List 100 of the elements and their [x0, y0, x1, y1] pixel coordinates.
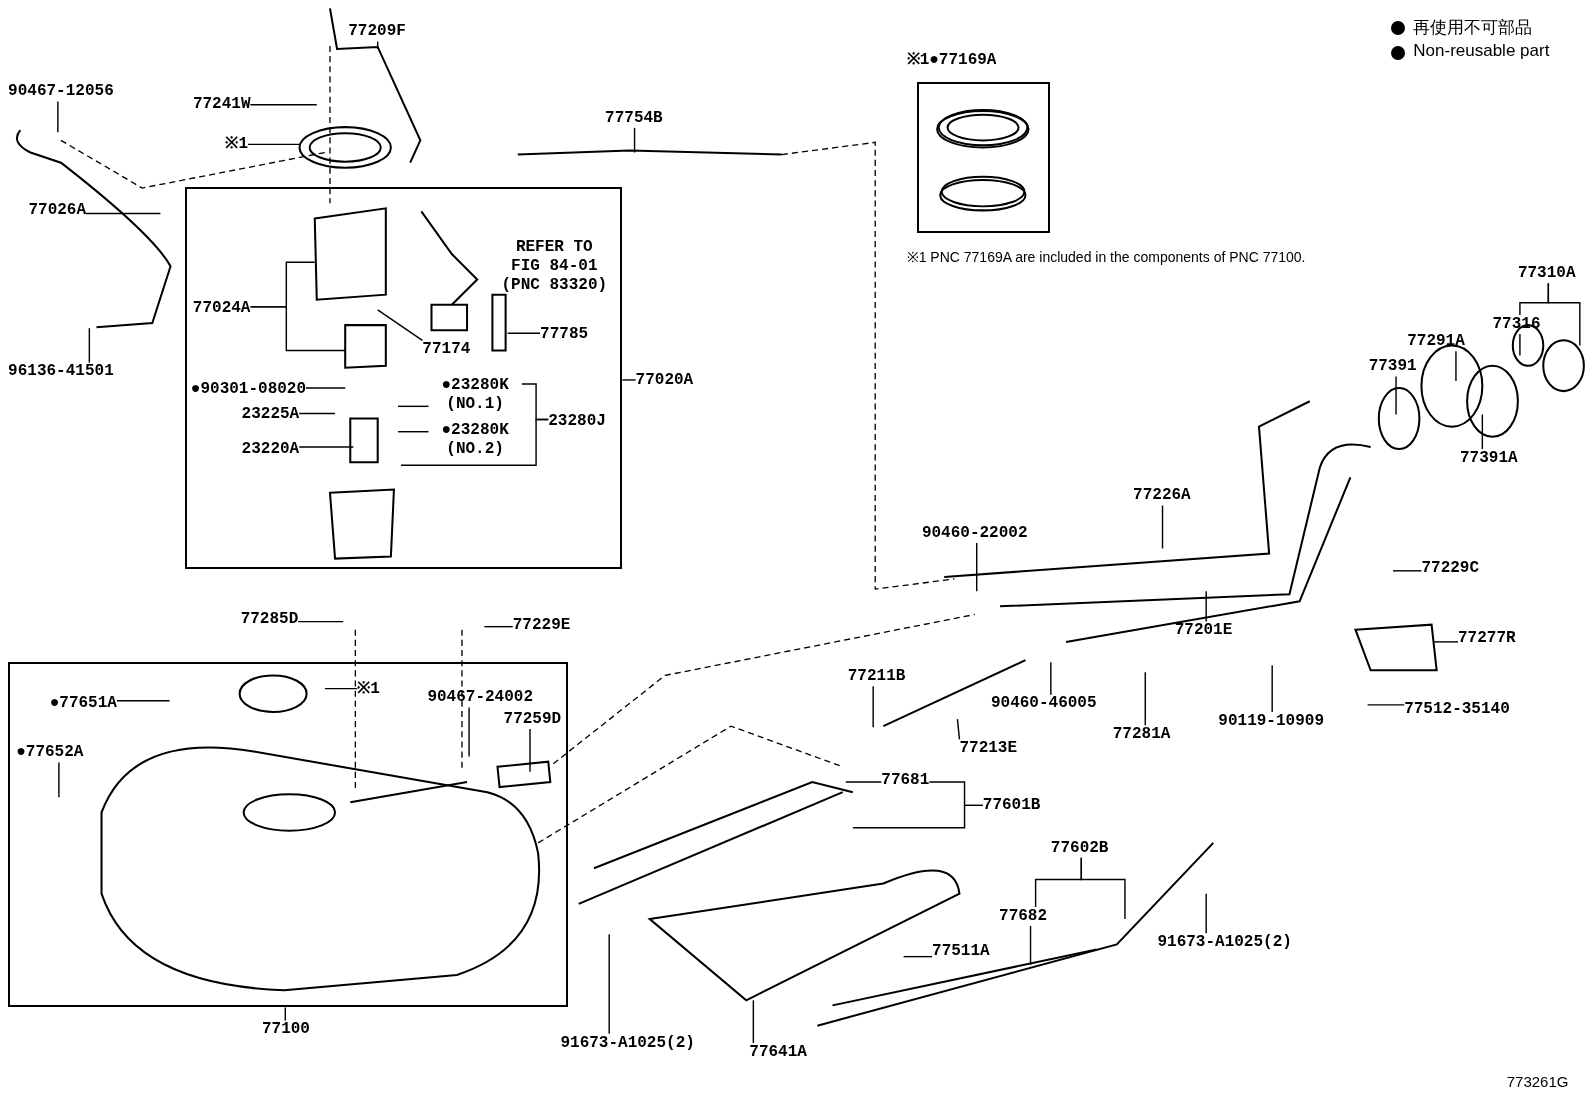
leader-line — [57, 100, 59, 133]
leader-line — [400, 418, 549, 466]
leader-line — [1519, 333, 1521, 357]
part-number: 77785 — [540, 324, 589, 344]
part-number: 77259D — [503, 709, 562, 729]
leader-line — [297, 620, 344, 623]
leader-line — [529, 728, 531, 773]
part-number: 91673-A1025(2) — [1157, 933, 1292, 953]
part-number: ※1 — [357, 680, 380, 700]
part-number: 96136-41501 — [8, 362, 114, 382]
part-number: 77241W — [192, 95, 251, 115]
part-number: 77512-35140 — [1404, 699, 1510, 719]
part-number: 77281A — [1112, 724, 1171, 744]
leader-line — [1481, 413, 1484, 450]
leader-line — [956, 718, 961, 741]
reference-note: REFER TO FIG 84-01 (PNC 83320) — [499, 237, 610, 295]
leader-line — [1205, 590, 1207, 623]
leader-line — [1144, 671, 1146, 726]
part-number: 77201E — [1174, 621, 1233, 641]
part-number: 77213E — [959, 739, 1018, 759]
leader-line — [483, 625, 514, 628]
part-number: 77285D — [240, 610, 299, 630]
leader-line — [1455, 350, 1457, 382]
part-number: 77602B — [1050, 838, 1109, 858]
part-number: 90460-46005 — [990, 694, 1097, 714]
leader-line — [284, 1006, 286, 1022]
part-number: ●90301-08020 — [190, 379, 307, 399]
leader-line — [377, 40, 379, 50]
part-number: ●77652A — [16, 743, 84, 763]
leader-line — [1547, 282, 1581, 347]
leader-line — [324, 687, 359, 690]
leader-line — [377, 309, 424, 342]
leader-line — [116, 700, 171, 702]
part-number: 90460-22002 — [921, 523, 1028, 543]
part-number: 23220A — [241, 439, 300, 459]
legend-text: Non-reusable part — [1413, 40, 1550, 61]
leader-line — [85, 212, 162, 215]
part-number: 23280J — [548, 412, 606, 432]
leader-line — [468, 706, 470, 758]
parts-box — [184, 186, 623, 569]
leader-line — [506, 332, 541, 334]
part-number: 77211B — [847, 667, 906, 687]
part-number: ●77651A — [49, 694, 117, 714]
part-number: 77754B — [605, 108, 663, 128]
leader-line — [1205, 893, 1207, 934]
part-number: ●23280K (NO.2) — [428, 421, 522, 460]
leader-line — [1366, 704, 1405, 706]
parts-box — [8, 661, 568, 1008]
part-number: 77174 — [422, 340, 471, 360]
part-number: 90119-10909 — [1218, 711, 1324, 731]
part-number: 77641A — [749, 1042, 807, 1062]
leader-line — [397, 405, 430, 408]
leader-line — [1161, 504, 1164, 550]
part-number: 77024A — [192, 299, 251, 319]
part-number: 77226A — [1133, 486, 1191, 506]
part-number: 90467-24002 — [427, 688, 533, 708]
note-text: ※1 PNC 77169A are included in the components of PNC 77100. — [906, 247, 1306, 266]
leader-line — [976, 542, 978, 592]
part-number: 77681 — [881, 770, 930, 790]
leader-line — [305, 387, 346, 389]
leader-line — [621, 379, 637, 381]
leader-line — [752, 999, 755, 1044]
part-number: 77100 — [261, 1020, 310, 1040]
part-number: 77391 — [1368, 357, 1417, 377]
part-number: ※1●77169A — [906, 50, 998, 70]
leader-line — [1029, 925, 1032, 966]
part-number: 77026A — [28, 201, 87, 220]
leader-line — [1392, 570, 1423, 572]
leader-line — [1080, 857, 1126, 920]
part-number: ※1 — [225, 135, 248, 155]
leader-line — [58, 761, 60, 798]
part-number: 77277R — [1457, 629, 1516, 649]
part-number: ●23280K (NO.1) — [428, 375, 522, 414]
part-number: 77310A — [1517, 263, 1576, 283]
leader-line — [902, 955, 933, 958]
leader-line — [88, 327, 91, 364]
leader-line — [1050, 661, 1052, 696]
part-number: 77291A — [1407, 332, 1465, 351]
leader-line — [1395, 375, 1397, 416]
part-number: 91673-A1025(2) — [560, 1033, 695, 1053]
leader-line — [608, 933, 610, 1035]
leader-line — [1432, 641, 1459, 643]
leader-line — [247, 143, 301, 146]
leader-line — [1271, 664, 1273, 713]
leader-line — [872, 685, 874, 728]
figure-number: 773261G — [1506, 1073, 1569, 1091]
leader-line — [298, 412, 336, 415]
part-number: 77682 — [999, 906, 1048, 926]
part-number: 77229E — [512, 616, 571, 636]
part-number: 77511A — [932, 942, 990, 962]
part-number: 77601B — [982, 796, 1041, 815]
leader-line — [633, 127, 636, 154]
part-number: 77316 — [1492, 314, 1541, 334]
leader-line — [845, 781, 882, 783]
part-number: 77391A — [1460, 448, 1518, 468]
legend-text: 再使用不可部品 — [1413, 17, 1533, 40]
leader-line — [249, 104, 318, 106]
leader-line — [852, 804, 984, 829]
leader-line — [397, 431, 430, 433]
part-number: 77229C — [1421, 559, 1480, 579]
